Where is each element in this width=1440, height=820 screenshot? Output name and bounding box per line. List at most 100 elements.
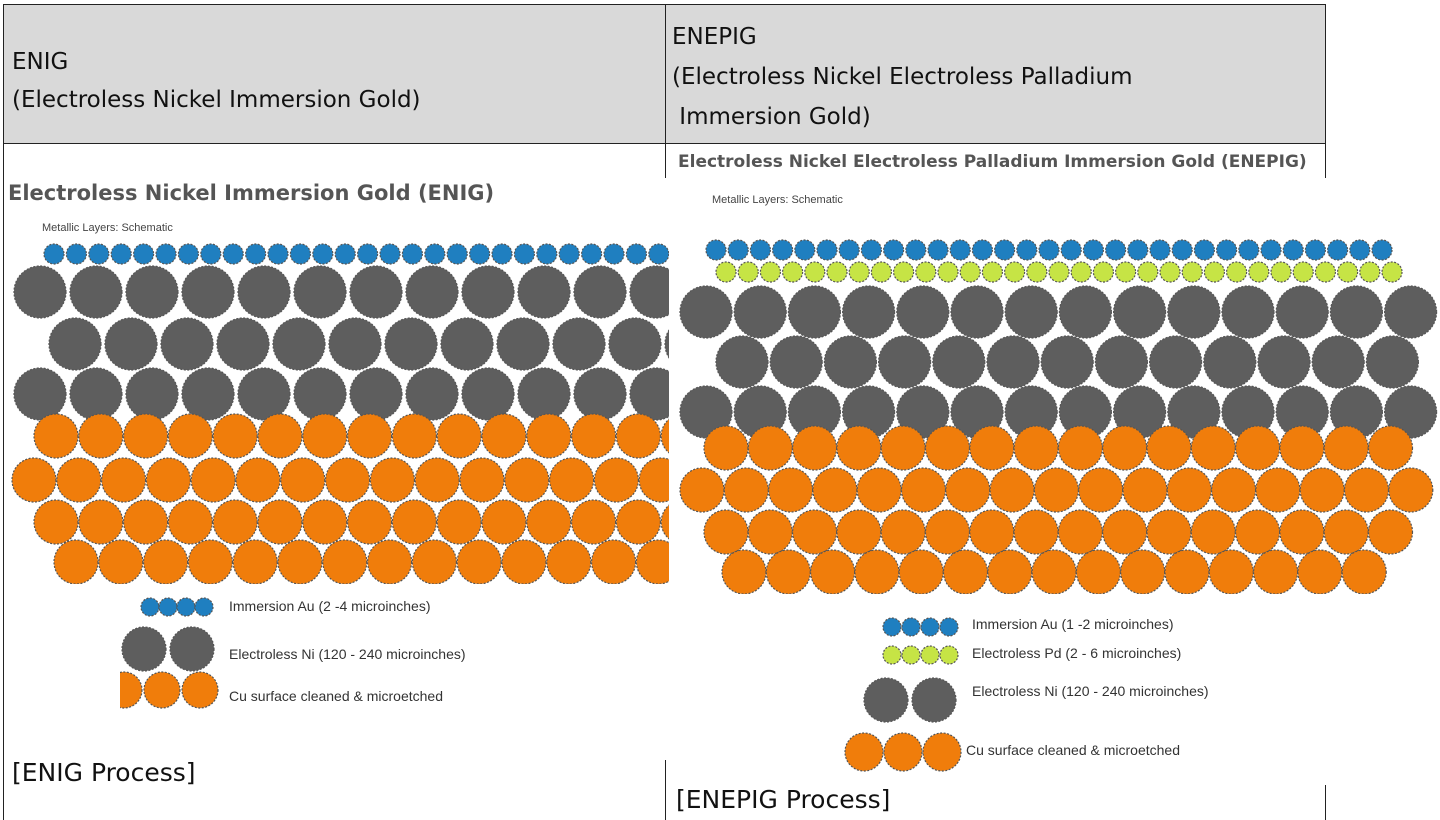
ni-particle (1113, 385, 1167, 439)
au-particle (110, 243, 132, 265)
ni-particle (664, 329, 669, 359)
pd-particle (893, 261, 915, 283)
au-particle (401, 243, 423, 265)
cu-particle (945, 467, 991, 513)
ni-particle (769, 335, 823, 389)
cu-particle (660, 504, 669, 540)
au-particle (1215, 239, 1238, 261)
ni-particle (552, 317, 606, 371)
ni-particle (181, 367, 235, 421)
ni-particle (842, 385, 896, 439)
pd-particle (1203, 261, 1226, 283)
ni-particle (950, 285, 1004, 339)
cu-particle (942, 549, 989, 594)
au-particle (267, 243, 289, 265)
cu-legend-swatch (181, 671, 219, 709)
ni-particle (69, 367, 123, 421)
au-particle (558, 243, 580, 265)
enig-header-cell: ENIG (Electroless Nickel Immersion Gold) (3, 4, 666, 144)
ni-particle (48, 317, 102, 371)
au-particle (155, 243, 177, 265)
au-particle (1326, 239, 1349, 261)
cu-legend-swatch (883, 732, 923, 772)
au-particle (648, 243, 669, 265)
ni-particle (896, 285, 950, 339)
cu-particle (33, 499, 79, 545)
cu-particle (856, 467, 902, 513)
ni-particle (679, 285, 733, 339)
cu-particle (721, 549, 767, 594)
pd-particle (937, 261, 959, 283)
cu-particle (924, 509, 971, 555)
ni-particle (573, 367, 627, 421)
cu-particle (570, 413, 617, 459)
cu-particle (481, 413, 527, 459)
cu-particle (277, 539, 323, 584)
ni-particle (1004, 285, 1058, 339)
cu-particle (703, 425, 749, 471)
cu-particle (1013, 425, 1059, 471)
pd-particle (1159, 261, 1181, 283)
au-particle (177, 243, 199, 265)
cu-particle (880, 509, 926, 555)
au-particle (357, 243, 379, 265)
cu-particle (11, 457, 57, 503)
ni-particle (842, 285, 896, 339)
pd-particle (848, 261, 870, 283)
cu-particle (898, 549, 944, 594)
enig-legend-cu: Cu surface cleaned & microetched (229, 688, 443, 704)
ni-particle (104, 317, 158, 371)
au-particle (994, 239, 1016, 261)
cu-particle (747, 425, 793, 471)
cu-particle (526, 413, 572, 459)
cu-particle (481, 499, 527, 545)
ni-particle (1221, 385, 1275, 439)
au-particle (860, 239, 882, 261)
ni-particle (125, 367, 179, 421)
pd-particle (1070, 261, 1092, 283)
cu-particle (638, 457, 669, 503)
ni-particle (608, 317, 662, 371)
cu-particle (1343, 467, 1390, 513)
cu-particle (1234, 425, 1281, 471)
ni-particle (986, 335, 1040, 389)
ni-legend-swatch (911, 677, 957, 723)
ni-particle (1040, 335, 1094, 389)
cu-particle (765, 549, 811, 594)
ni-particle (1275, 285, 1329, 339)
cu-particle (1367, 425, 1414, 471)
ni-particle (461, 265, 515, 319)
au-particle (491, 243, 513, 265)
cu-particle (810, 549, 856, 594)
ni-particle (629, 265, 669, 319)
pd-legend-swatch (882, 645, 902, 665)
au-particle (245, 243, 267, 265)
ni-particle (1167, 285, 1221, 339)
ni-particle (787, 385, 841, 439)
ni-particle (1058, 385, 1112, 439)
cu-particle (459, 457, 505, 503)
cu-particle (1253, 549, 1299, 594)
au-particle (838, 239, 860, 261)
au-particle (771, 239, 794, 261)
au-particle (469, 243, 491, 265)
au-particle (312, 243, 334, 265)
cu-particle (187, 539, 233, 584)
pd-particle (1314, 261, 1337, 283)
au-particle (905, 239, 927, 261)
ni-particle (405, 265, 459, 319)
cu-particle (615, 499, 662, 545)
au-particle (625, 243, 648, 265)
ni-legend-swatch (121, 626, 167, 672)
cu-particle (145, 457, 191, 503)
au-particle (1171, 239, 1193, 261)
au-particle (65, 243, 88, 265)
enepig-diagram-title: Electroless Nickel Electroless Palladium… (678, 152, 1307, 172)
cu-particle (747, 509, 793, 555)
au-particle (1016, 239, 1038, 261)
ni-particle (1275, 385, 1329, 439)
cu-particle (1208, 549, 1254, 594)
enig-legend-swatches (120, 597, 219, 709)
enepig-legend-swatches (844, 617, 962, 772)
